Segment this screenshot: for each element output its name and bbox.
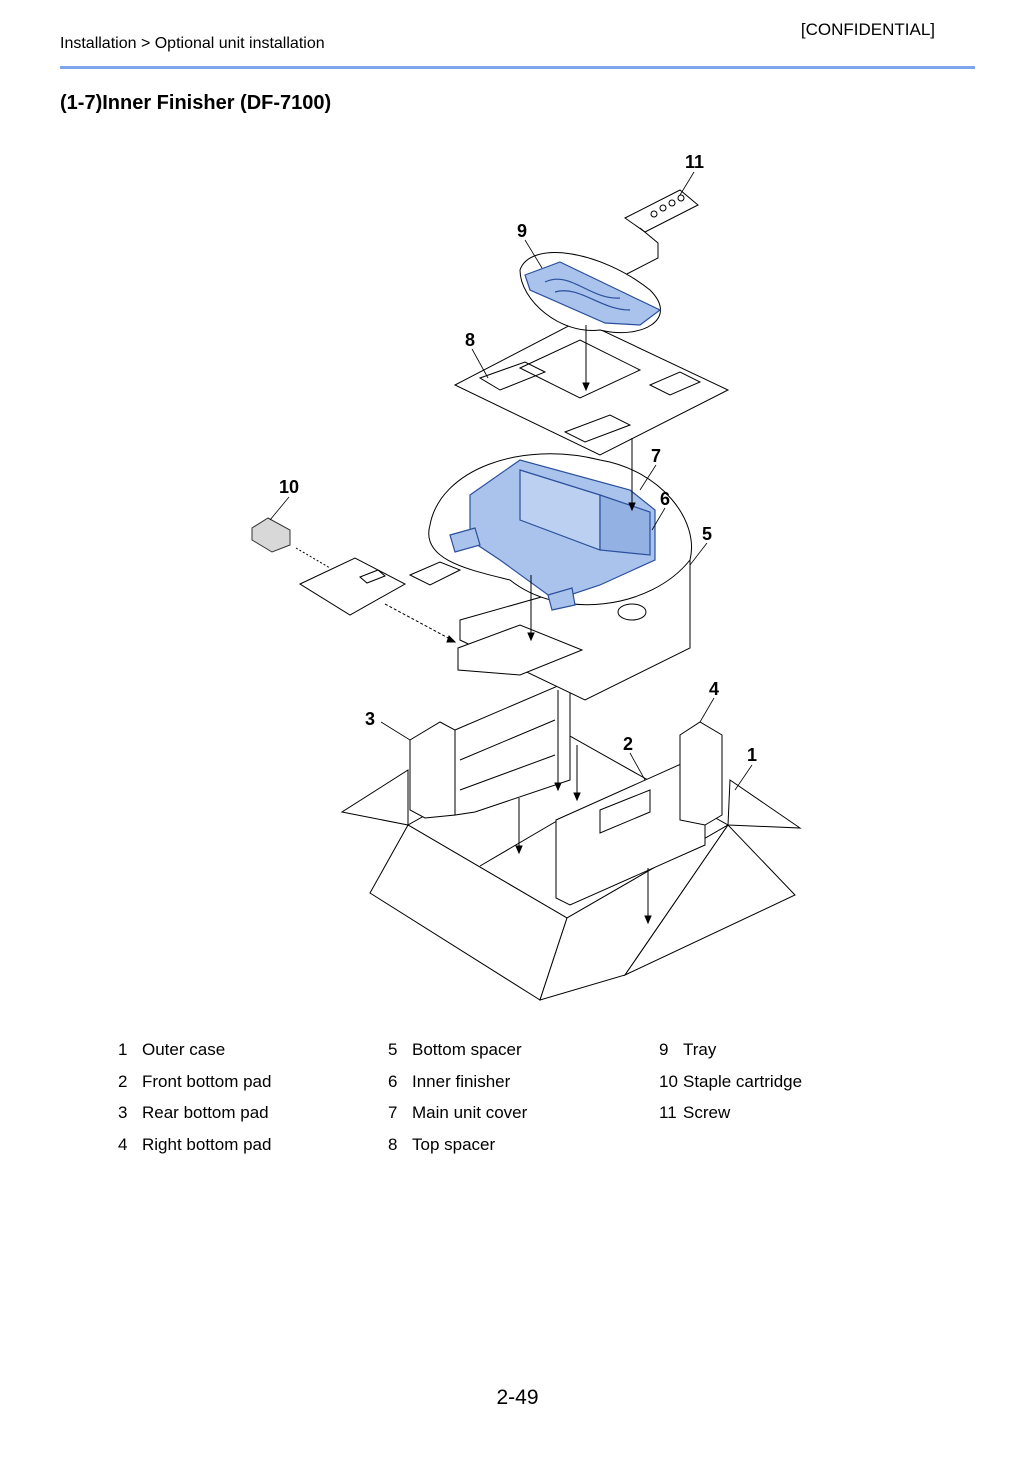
parts-list-item: 9 Tray [659,1040,802,1072]
parts-list-item: 7 Main unit cover [388,1103,527,1135]
part-number: 1 [118,1040,128,1059]
callout-11: 11 [685,152,704,172]
parts-list-item: 4 Right bottom pad [118,1135,271,1167]
part-label: Top spacer [412,1134,496,1154]
part-label: Tray [683,1040,717,1059]
part-number: 7 [388,1103,398,1122]
callout-8: 8 [465,330,475,350]
breadcrumb: Installation > Optional unit installatio… [60,35,325,52]
staple-bag-drawing [298,557,407,616]
rear-bottom-pad-drawing [409,684,571,819]
part-label: Bottom spacer [412,1040,522,1059]
part-number: 2 [118,1071,128,1091]
parts-column: 1 Outer case 2 Front bottom pad 3 Rear bott… [118,1040,271,1166]
part-label: Outer case [142,1040,226,1059]
screw-bag-drawing [614,189,699,281]
parts-list-item: 8 Top spacer [388,1135,527,1167]
parts-list-item: 5 Bottom spacer [388,1040,527,1072]
parts-list-item: 1 Outer case [118,1040,271,1072]
parts-list-item: 3 Rear bottom pad [118,1103,271,1135]
part-label: Rear bottom pad [142,1103,269,1122]
callout-4: 4 [709,679,719,699]
callout-1: 1 [747,745,757,765]
tray-drawing [524,261,662,326]
confidential-label: [CONFIDENTIAL] [800,20,935,39]
callout-7: 7 [651,446,661,466]
parts-column: 5 Bottom spacer 6 Inner finisher 7 Main uni… [388,1040,527,1166]
callout-3: 3 [365,709,375,729]
part-number: 10 [659,1071,678,1091]
part-label: Right bottom pad [142,1134,272,1154]
part-number: 6 [388,1071,398,1091]
part-label: Main unit cover [412,1103,528,1122]
callout-10: 10 [279,477,299,497]
staple-cartridge-drawing [251,517,291,553]
callout-6: 6 [660,489,670,509]
part-number: 5 [388,1040,398,1059]
part-number: 4 [118,1134,128,1154]
page-number: 2-49 [496,1386,539,1409]
part-number: 11 [659,1103,677,1122]
packing-diagram: 1 2 3 4 5 6 7 8 9 10 11 [251,152,802,1001]
header-divider [60,66,975,69]
part-label: Inner finisher [412,1071,511,1091]
part-label: Staple cartridge [683,1071,803,1091]
parts-list-item: 6 Inner finisher [388,1072,527,1104]
section-title: (1-7)Inner Finisher (DF-7100) [60,92,332,114]
parts-list-item: 11 Screw [659,1103,802,1135]
part-label: Front bottom pad [142,1071,272,1091]
inner-finisher-drawing [449,459,656,611]
part-number: 3 [118,1103,128,1122]
callout-9: 9 [517,221,527,241]
callout-2: 2 [623,734,633,754]
top-spacer-drawing [453,319,730,456]
part-number: 9 [659,1040,669,1059]
right-bottom-pad-drawing [679,721,723,826]
parts-list-item: 2 Front bottom pad [118,1072,271,1104]
callout-5: 5 [702,524,712,544]
part-number: 8 [388,1134,398,1154]
part-label: Screw [683,1103,731,1122]
